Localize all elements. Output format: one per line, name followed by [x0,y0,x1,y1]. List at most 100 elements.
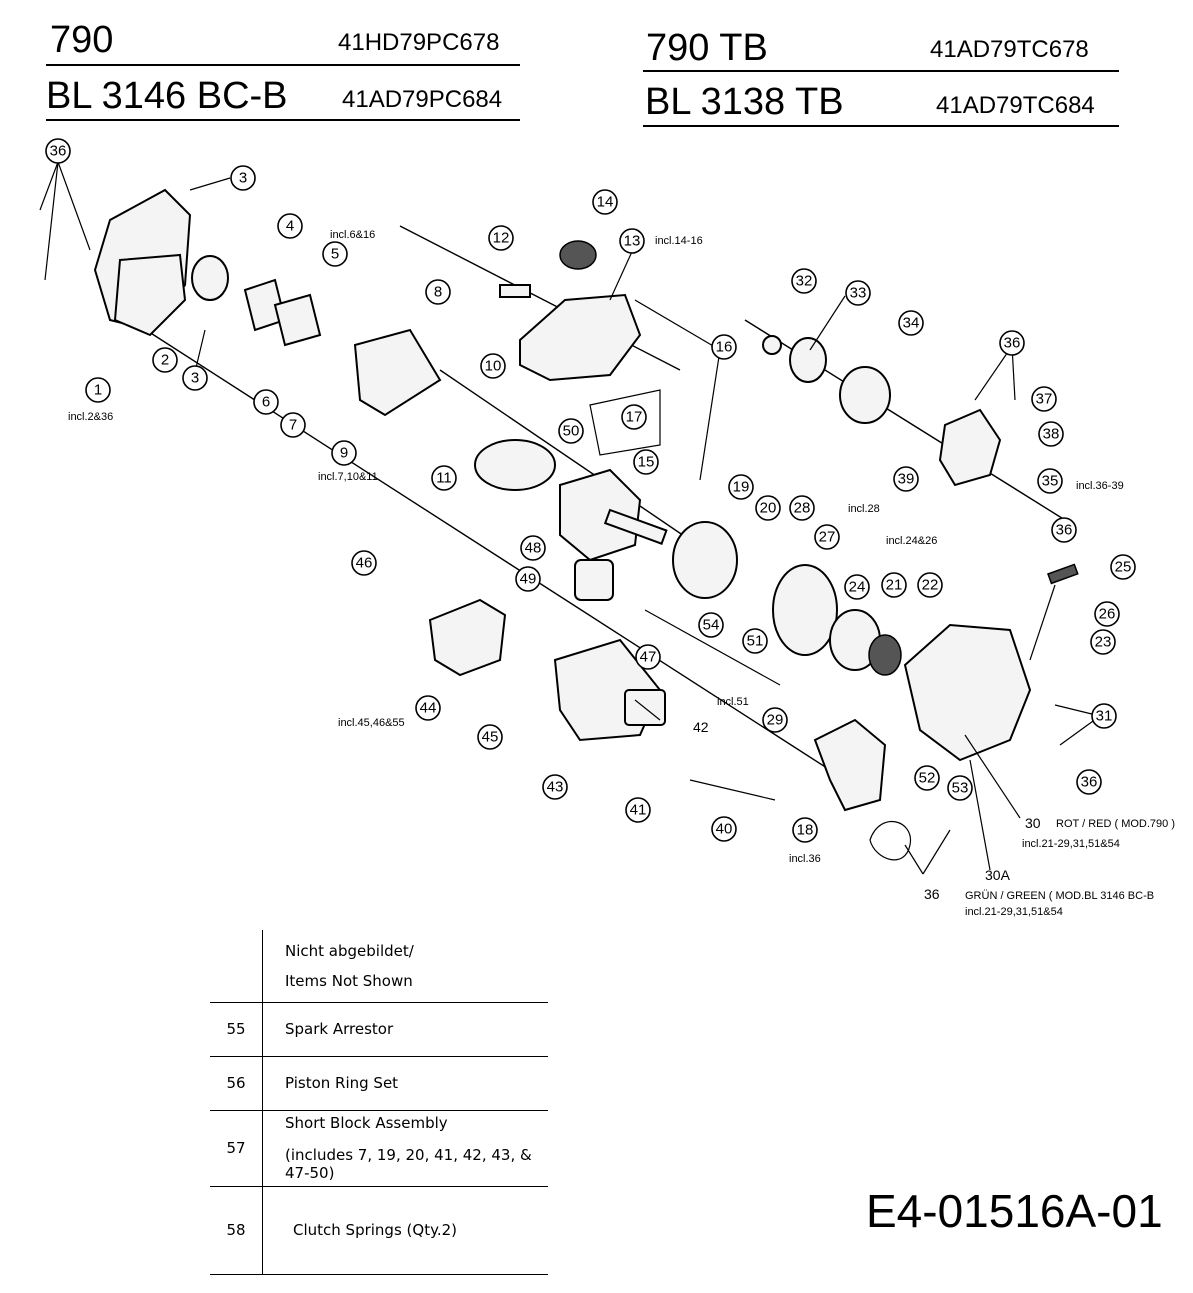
callouts: 1 2 3 3 4 5 6 7 8 9 10 11 12 13 14 15 16… [45,138,1136,843]
label-30a-color: GRÜN / GREEN ( MOD.BL 3146 BC-B [965,890,1154,902]
svg-text:15: 15 [638,454,655,471]
callout-31: 31 [1091,703,1117,729]
starter-housing-shape [903,623,1032,762]
label-30a-incl: incl.21-29,31,51&54 [965,906,1063,918]
svg-text:7: 7 [289,417,297,434]
callout-38: 38 [1038,421,1064,447]
crankcase-shape [559,468,642,562]
table-row: 57 Short Block Assembly (includes 7, 19,… [210,1110,548,1187]
header-rule [643,125,1119,127]
header-rule [643,70,1119,72]
model-bl3146: BL 3146 BC-B [46,75,288,117]
handle-shape [813,718,887,812]
callout-6: 6 [253,389,279,415]
svg-text:1: 1 [94,382,102,399]
callout-7: 7 [280,412,306,438]
callout-32: 32 [791,268,817,294]
svg-text:28: 28 [794,500,811,517]
crankshaft-shape [603,508,668,545]
row-number: 57 [210,1110,263,1187]
svg-text:49: 49 [520,571,537,588]
header-rule [46,64,520,66]
callout-3a: 3 [230,165,256,191]
svg-text:35: 35 [1042,473,1059,490]
callout-2: 2 [152,347,178,373]
callout-13: 13 [619,228,645,254]
part-number-790: 41HD79PC678 [338,29,500,56]
callout-40: 40 [711,816,737,842]
model-790: 790 [50,19,114,61]
svg-text:48: 48 [525,540,542,557]
ground-wire [689,779,776,801]
callout-28: 28 [789,495,815,521]
bearing-shape [191,255,229,301]
callout-27: 27 [814,524,840,550]
assembly-axis [439,369,691,541]
svg-text:29: 29 [767,712,784,729]
svg-text:27: 27 [819,529,836,546]
callout-36a: 36 [45,138,71,164]
callout-53: 53 [947,775,973,801]
note-incl-1: incl.2&36 [68,411,113,423]
callout-3b: 3 [182,365,208,391]
clutch-housing-shape [938,408,1002,487]
note-incl-28: incl.28 [848,503,880,515]
leader-lines [39,161,1101,875]
callout-51: 51 [742,628,768,654]
svg-text:3: 3 [191,370,199,387]
svg-text:2: 2 [161,352,169,369]
table-row: 55 Spark Arrestor [210,1002,548,1057]
carburetor-shape [353,328,442,417]
row-description: Piston Ring Set [262,1056,548,1111]
callout-29: 29 [762,707,788,733]
svg-text:21: 21 [886,577,903,594]
fuel-tank-shape [519,293,642,382]
callout-18: 18 [792,817,818,843]
callout-26: 26 [1094,601,1120,627]
cap-shape [273,293,322,347]
callout-36c: 36 [1051,517,1077,543]
table-heading: Nicht abgebildet/ [285,941,414,960]
svg-text:31: 31 [1096,708,1113,725]
svg-text:54: 54 [703,617,720,634]
filter-shape [499,284,531,298]
callout-39: 39 [893,466,919,492]
svg-text:51: 51 [747,633,764,650]
part-number-bl3146: 41AD79PC684 [342,86,503,113]
note-incl-35: incl.36-39 [1076,480,1124,492]
svg-text:16: 16 [716,339,733,356]
svg-text:3: 3 [239,170,247,187]
callout-43: 43 [542,774,568,800]
note-incl-24: incl.24&26 [886,535,937,547]
clutch-drum-shape [839,366,891,424]
callout-20: 20 [755,495,781,521]
callout-25: 25 [1110,554,1136,580]
svg-text:22: 22 [922,577,939,594]
callout-5: 5 [322,241,348,267]
callout-49: 49 [515,566,541,592]
hose-shape [869,821,911,861]
model-bl3138: BL 3138 TB [645,81,844,123]
svg-text:14: 14 [597,194,614,211]
svg-text:32: 32 [796,273,813,290]
callout-37: 37 [1031,386,1057,412]
callout-46: 46 [351,550,377,576]
note-incl-18: incl.36 [789,853,821,865]
model-790tb: 790 TB [646,27,768,69]
svg-text:6: 6 [262,394,270,411]
callout-14: 14 [592,189,618,215]
label-30-incl: incl.21-29,31,51&54 [1022,838,1120,850]
svg-text:47: 47 [640,649,657,666]
document-number: E4-01516A-01 [866,1185,1163,1237]
svg-text:36: 36 [1081,774,1098,791]
row-description: Short Block Assembly [285,1114,448,1132]
starter-handle-shape [1047,563,1079,585]
svg-text:36: 36 [1056,522,1073,539]
callout-11: 11 [431,465,457,491]
callout-19: 19 [728,474,754,500]
svg-text:43: 43 [547,779,564,796]
row-number: 56 [210,1056,263,1111]
callout-15: 15 [633,449,659,475]
gasket-shape [474,439,556,491]
row-number: 55 [210,1002,263,1057]
